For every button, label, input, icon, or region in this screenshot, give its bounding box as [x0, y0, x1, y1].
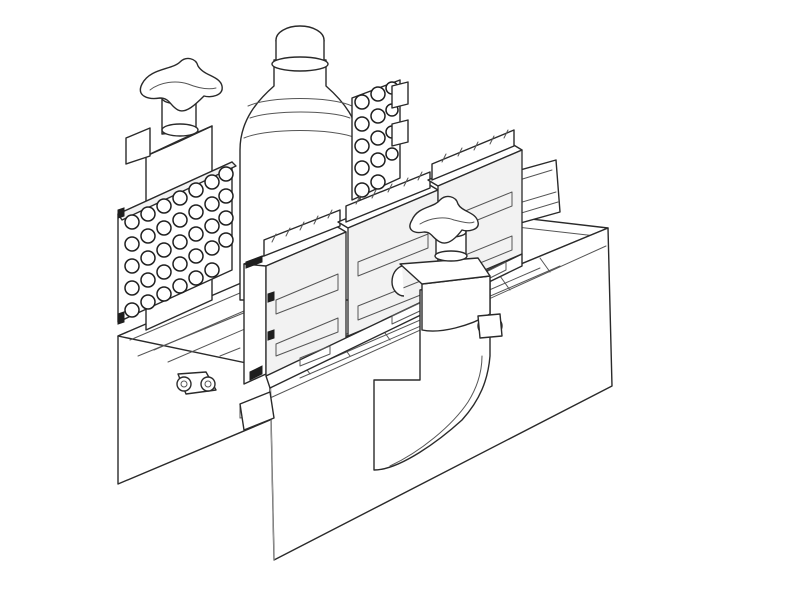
roller-chain-icon [124, 166, 234, 318]
clamp-knob-icon [409, 195, 479, 244]
front-clamp-bracket [373, 226, 503, 471]
chain-link-detail [176, 371, 217, 395]
rear-roller-guide [117, 79, 409, 325]
clamp-knob-icon [139, 57, 223, 112]
